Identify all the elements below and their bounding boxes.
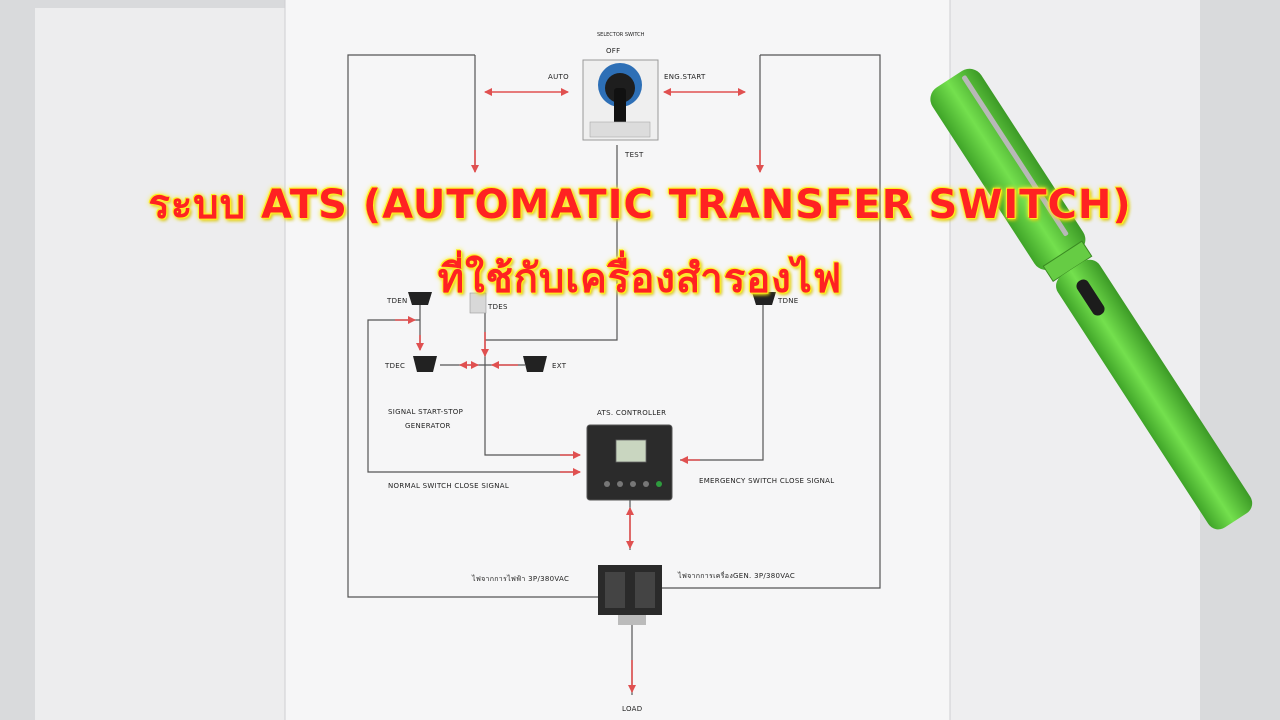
label-test: TEST <box>624 151 644 159</box>
label-ats-controller: ATS. CONTROLLER <box>597 409 666 417</box>
title-line-1: ระบบ ATS (AUTOMATIC TRANSFER SWITCH) <box>148 182 1132 228</box>
label-tdes: TDES <box>487 303 508 311</box>
label-tden: TDEN <box>386 297 408 305</box>
label-utility-power: ไฟจากการไฟฟ้า 3P/380VAC <box>471 574 569 583</box>
selector-switch <box>582 59 659 141</box>
signal-arrows <box>395 88 764 693</box>
tdes-relay <box>469 292 487 314</box>
ext-relay <box>523 356 547 372</box>
tdec-relay <box>413 356 437 372</box>
title-line-2: ที่ใช้กับเครื่องสำรองไฟ <box>437 256 843 302</box>
pen <box>930 68 1253 530</box>
ats-controller <box>586 424 673 501</box>
label-normal-switch-close: NORMAL SWITCH CLOSE SIGNAL <box>388 482 509 490</box>
label-generator: GENERATOR <box>405 422 451 430</box>
label-eng-start: ENG.START <box>664 73 706 81</box>
label-off: OFF <box>606 47 620 55</box>
label-tdne: TDNE <box>777 297 799 305</box>
label-load: LOAD <box>622 705 642 713</box>
label-ext: EXT <box>552 362 567 370</box>
label-tdec: TDEC <box>384 362 405 370</box>
paper-left <box>35 8 285 720</box>
label-signal-start-stop: SIGNAL START-STOP <box>388 408 463 416</box>
label-auto: AUTO <box>548 73 569 81</box>
tden-relay <box>408 292 432 305</box>
ats-contactor <box>598 565 662 625</box>
label-emergency-switch-close: EMERGENCY SWITCH CLOSE SIGNAL <box>699 477 834 485</box>
tdne-relay <box>752 292 776 305</box>
label-gen-power: ไฟจากการเครื่องGEN. 3P/380VAC <box>677 571 795 580</box>
label-selector-switch: SELECTOR SWITCH <box>597 32 645 38</box>
